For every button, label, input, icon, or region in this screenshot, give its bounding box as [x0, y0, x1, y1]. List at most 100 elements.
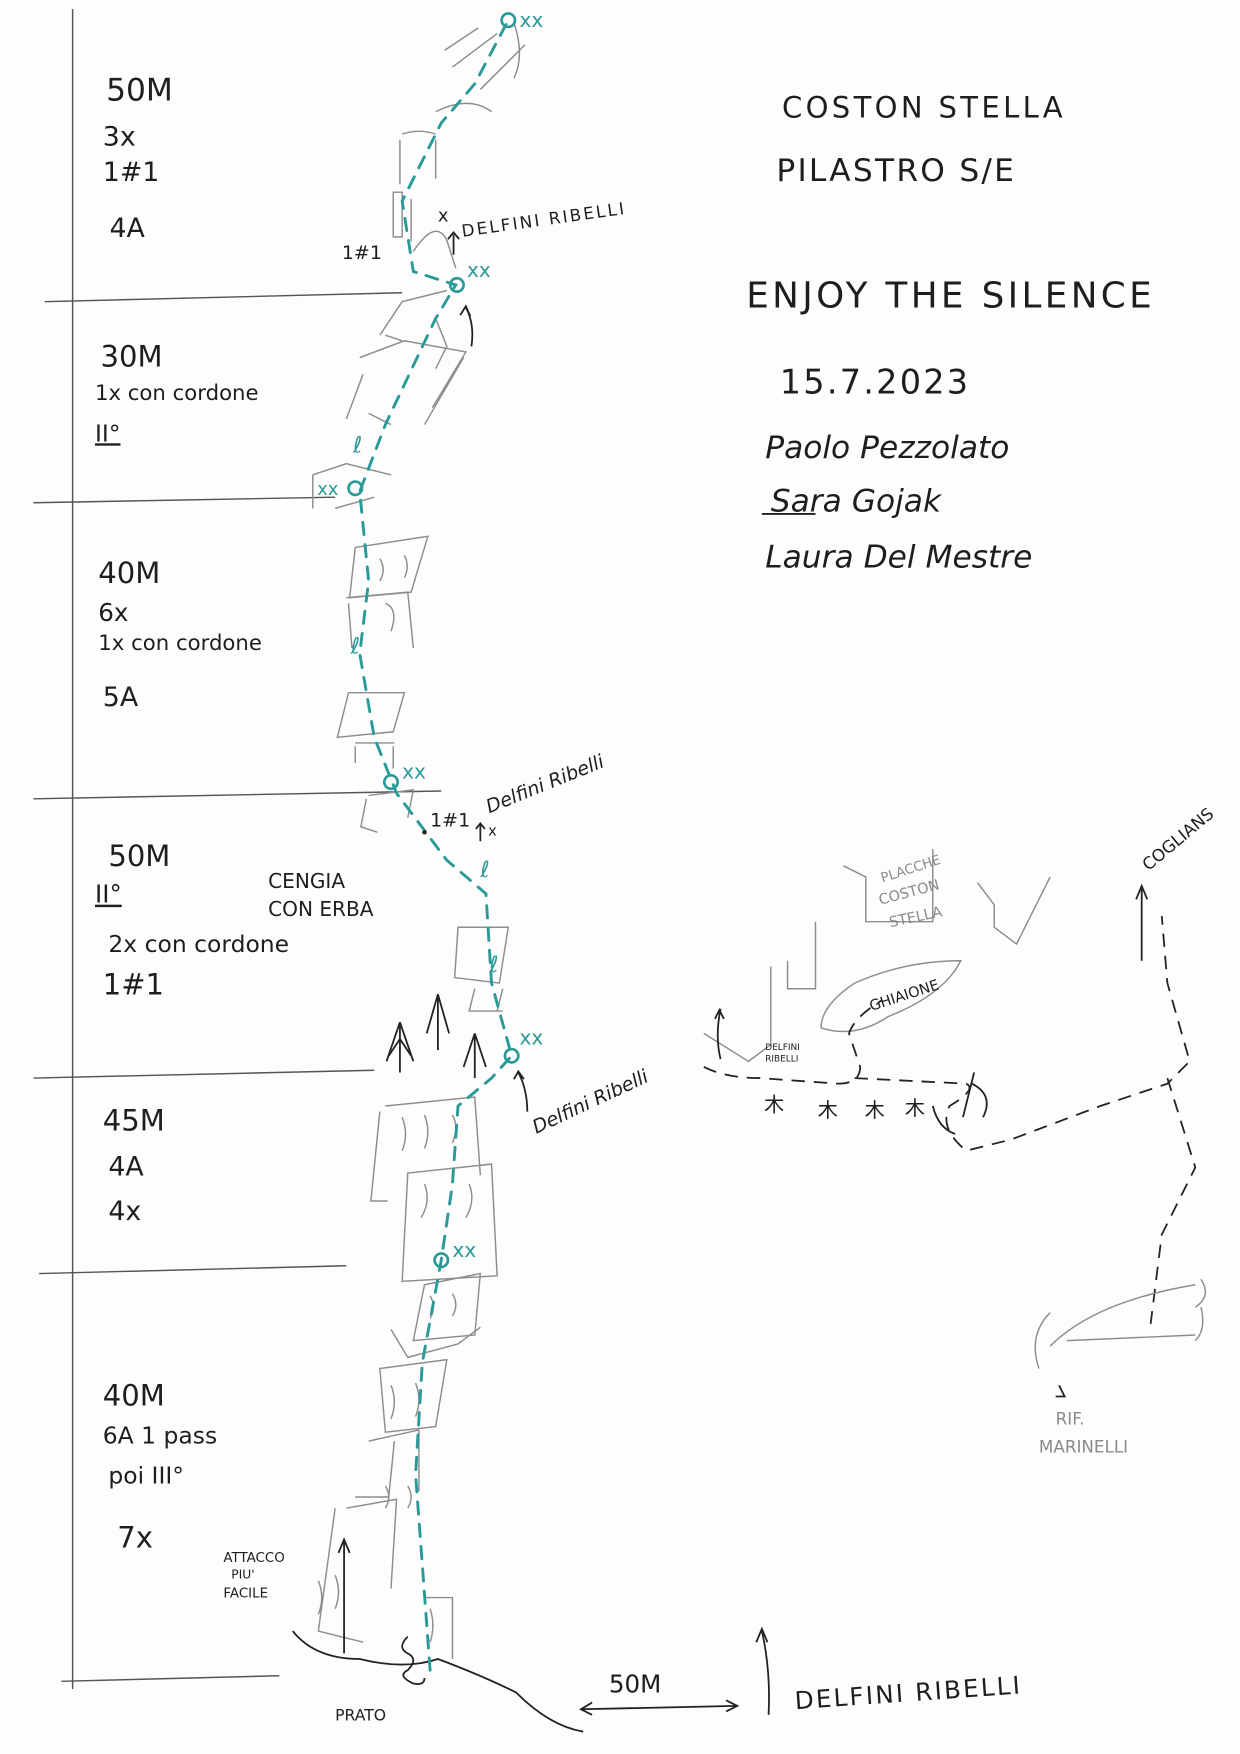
tree-icon: ⽊	[865, 1098, 885, 1122]
gully-icon	[931, 1072, 988, 1135]
approach-map: PLACCHE COSTON STELLA GHIAIONE DELFINI R…	[703, 803, 1217, 1456]
belay-bolts: xx	[402, 760, 426, 784]
distance-arrow-icon	[579, 1699, 740, 1716]
cam-note: 1#1	[430, 810, 470, 832]
tree-icon	[385, 1021, 415, 1073]
x-mark: x	[438, 205, 449, 226]
meadow-label: PRATO	[335, 1705, 386, 1724]
tree-icon: ⽊	[905, 1096, 925, 1120]
pitch-length: 45M	[103, 1104, 165, 1138]
divider-line	[33, 1069, 375, 1079]
route-date: 15.7.2023	[780, 362, 971, 401]
link-delfini-ribelli: DELFINI RIBELLI	[460, 198, 627, 241]
neighbour-route-label: DELFINI RIBELLI	[794, 1670, 1023, 1715]
pitch-grade: poi III°	[108, 1462, 184, 1490]
face-name: PILASTRO S/E	[776, 153, 1016, 189]
route-annotations: 1#1 x DELFINI RIBELLI 1#1 x Delfini Ribe…	[223, 198, 1023, 1724]
pitch-length: 50M	[108, 839, 170, 873]
pitch-length: 40M	[103, 1378, 165, 1412]
belay-bolts: xx	[467, 258, 491, 282]
pitch-2-notes: 30M 1x con cordone II°	[95, 339, 259, 447]
pitch-note: 1x con cordone	[95, 381, 259, 406]
belay-ring-icon	[448, 276, 465, 293]
pitch-note: 1#1	[103, 967, 164, 1001]
belay-ring-icon	[433, 1252, 450, 1269]
pitch-length: 30M	[101, 339, 163, 373]
pitch-note: 1x con cordone	[98, 631, 262, 656]
pitch-5-notes: 45M 4A 4x	[103, 1104, 165, 1227]
pitch-6-notes: 40M 6A 1 pass poi III° 7x	[103, 1378, 217, 1554]
route-name: ENJOY THE SILENCE	[746, 275, 1155, 316]
pitch-note: 3x	[103, 121, 136, 152]
arrow-up-icon	[447, 231, 460, 255]
bolt-count: 7x	[117, 1520, 153, 1554]
divider-line	[33, 496, 336, 504]
approach-path	[1149, 1077, 1197, 1324]
pitch-grade: 5A	[103, 682, 139, 713]
belay-ring-icon	[503, 1047, 520, 1064]
arrow-up-icon	[714, 1007, 725, 1060]
thread-icon: ℓ	[488, 952, 498, 978]
hut-label: MARINELLI	[1039, 1436, 1128, 1456]
climber-name: Paolo Pezzolato	[765, 430, 1009, 466]
pitch-grade: II°	[95, 419, 121, 447]
belay-bolts: xx	[317, 479, 338, 500]
map-label: RIBELLI	[765, 1054, 798, 1064]
belay-ring-icon	[347, 480, 364, 497]
pitch-note: 4x	[108, 1196, 141, 1227]
pitch-length: 50M	[106, 73, 173, 109]
pitch-note: 1#1	[103, 157, 160, 188]
divider-line	[33, 790, 442, 800]
pitch-1-notes: 50M 3x 1#1 4A	[103, 73, 173, 244]
route-header: COSTON STELLA PILASTRO S/E ENJOY THE SIL…	[746, 90, 1155, 576]
cairn-icon	[401, 1636, 426, 1685]
pitch-grade: II°	[95, 880, 122, 909]
pitch-note: 6x	[98, 598, 128, 627]
x-mark: x	[488, 824, 497, 840]
area-name: COSTON STELLA	[782, 90, 1066, 124]
arrow-icon	[513, 1069, 529, 1112]
tree-icon	[425, 994, 450, 1051]
climber-name: Sara Gojak	[771, 484, 943, 520]
pitch-grade: 4A	[108, 1151, 144, 1182]
route-line	[358, 18, 514, 1672]
pitch-dividers	[33, 8, 442, 1690]
ground-line	[291, 1630, 584, 1733]
divider-line	[39, 1265, 347, 1275]
belay-bolts: xx	[452, 1238, 476, 1262]
belay-stations: xx xx xx xx xx xx	[317, 8, 543, 1269]
arrow-up-icon	[1135, 883, 1149, 961]
cam-note: 1#1	[342, 242, 382, 264]
hut-label: RIF.	[1056, 1408, 1085, 1428]
distance-label: 50M	[609, 1669, 661, 1698]
easier-start-label: PIU'	[231, 1568, 254, 1582]
thread-icon: ℓ	[352, 432, 362, 458]
divider-line	[61, 1675, 280, 1683]
pitch-grade: 6A 1 pass	[103, 1421, 217, 1449]
divider-line	[44, 292, 403, 303]
map-label: DELFINI	[765, 1043, 800, 1053]
pitch-note: 2x con cordone	[108, 930, 289, 958]
tree-icon	[462, 1033, 487, 1079]
belay-ring-icon	[382, 774, 400, 791]
arrow-up-icon	[755, 1626, 770, 1715]
pitch-4-notes: 50M II° 2x con cordone 1#1	[95, 839, 289, 1001]
belay-bolts: xx	[519, 1026, 543, 1050]
thread-markers: ℓ ℓ ℓ ℓ	[350, 432, 499, 977]
arrow-icon	[459, 304, 474, 347]
easier-start-label: FACILE	[223, 1587, 268, 1602]
pitch-length: 40M	[98, 556, 160, 590]
rock-features	[291, 22, 584, 1733]
tree-icon: ⽊	[818, 1098, 838, 1122]
thread-icon: ℓ	[350, 634, 360, 660]
pitch-grade: 4A	[109, 213, 145, 244]
easier-start-label: ATTACCO	[223, 1551, 284, 1566]
climber-name: Laura Del Mestre	[765, 540, 1032, 576]
link-delfini-ribelli: Delfini Ribelli	[529, 1065, 652, 1138]
pitch-3-notes: 40M 6x 1x con cordone 5A	[98, 556, 262, 713]
cam-dot	[422, 830, 427, 835]
arrow-up-icon	[475, 821, 486, 842]
hut-icon	[1055, 1384, 1067, 1398]
thread-icon: ℓ	[479, 857, 489, 883]
